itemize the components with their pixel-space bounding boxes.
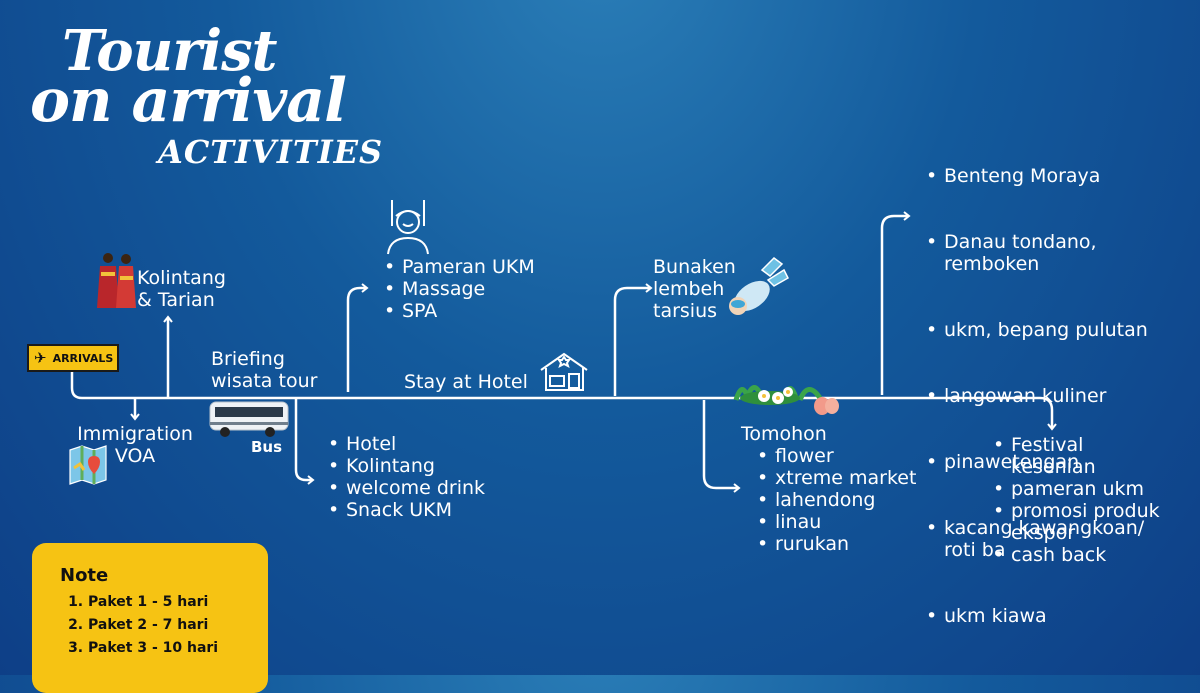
list-festival: Festival kesenian pameran ukm promosi pr… bbox=[991, 434, 1160, 566]
title-line-1: Tourist bbox=[62, 18, 277, 84]
tulips-icon bbox=[733, 385, 839, 415]
note-list: Paket 1 - 5 hari Paket 2 - 7 hari Paket … bbox=[88, 591, 218, 660]
arrivals-sign: ✈ ARRIVALS bbox=[27, 344, 119, 372]
label-bus: Bus bbox=[251, 438, 283, 456]
label-stay: Stay at Hotel bbox=[404, 371, 528, 393]
list-item: langowan kuliner bbox=[924, 385, 1148, 407]
dancers-icon bbox=[97, 253, 136, 308]
hotel-icon bbox=[540, 352, 588, 391]
spa-icon bbox=[387, 200, 429, 255]
label-immigration: Immigration VOA bbox=[77, 423, 193, 467]
list-item: pameran ukm bbox=[991, 478, 1160, 500]
list-item: promosi produk ekspor bbox=[991, 500, 1160, 544]
list-item: lahendong bbox=[755, 489, 916, 511]
list-item: rurukan bbox=[755, 533, 916, 555]
list-item: linau bbox=[755, 511, 916, 533]
label-briefing: Briefing wisata tour bbox=[211, 348, 318, 392]
connector-minahasa bbox=[880, 211, 911, 395]
note-item: Paket 3 - 10 hari bbox=[88, 637, 218, 660]
list-pameran: Pameran UKM Massage SPA bbox=[382, 256, 535, 322]
airplane-icon: ✈ bbox=[34, 349, 47, 367]
arrivals-sign-label: ARRIVALS bbox=[52, 351, 114, 365]
connector-tomohon bbox=[702, 400, 741, 493]
note-title: Note bbox=[60, 565, 109, 586]
title-line-3: ACTIVITIES bbox=[158, 133, 384, 171]
list-item: ukm, bepang pulutan bbox=[924, 319, 1148, 341]
note-item: Paket 2 - 7 hari bbox=[88, 614, 218, 637]
connector-bunaken bbox=[613, 283, 653, 396]
list-item: Kolintang bbox=[326, 455, 485, 477]
connector-hotel bbox=[294, 398, 315, 485]
label-kolintang: Kolintang & Tarian bbox=[137, 267, 226, 311]
list-item: Massage bbox=[382, 278, 535, 300]
note-box: Note Paket 1 - 5 hari Paket 2 - 7 hari P… bbox=[32, 543, 268, 693]
diver-icon bbox=[729, 257, 789, 315]
map-icon bbox=[69, 445, 107, 485]
list-item: SPA bbox=[382, 300, 535, 322]
title-line-2: on arrival bbox=[30, 66, 347, 136]
list-item: Hotel bbox=[326, 433, 485, 455]
list-hotel: Hotel Kolintang welcome drink Snack UKM bbox=[326, 433, 485, 521]
list-item: xtreme market bbox=[755, 467, 916, 489]
list-item: Snack UKM bbox=[326, 499, 485, 521]
label-bunaken: Bunaken lembeh tarsius bbox=[653, 256, 736, 322]
list-item: Danau tondano, remboken bbox=[924, 231, 1148, 275]
bus-icon bbox=[209, 401, 289, 437]
list-item: cash back bbox=[991, 544, 1160, 566]
note-item: Paket 1 - 5 hari bbox=[88, 591, 218, 614]
list-item: Pameran UKM bbox=[382, 256, 535, 278]
list-item: ukm kiawa bbox=[924, 605, 1148, 627]
list-item: Benteng Moraya bbox=[924, 165, 1148, 187]
connector-pameran bbox=[346, 283, 369, 392]
list-item: flower bbox=[755, 445, 916, 467]
list-item: Festival kesenian bbox=[991, 434, 1160, 478]
list-tomohon: flower xtreme market lahendong linau rur… bbox=[755, 445, 916, 555]
label-tomohon: Tomohon bbox=[741, 423, 827, 445]
list-minahasa: Benteng Moraya Danau tondano, remboken u… bbox=[924, 121, 1148, 649]
list-item: welcome drink bbox=[326, 477, 485, 499]
